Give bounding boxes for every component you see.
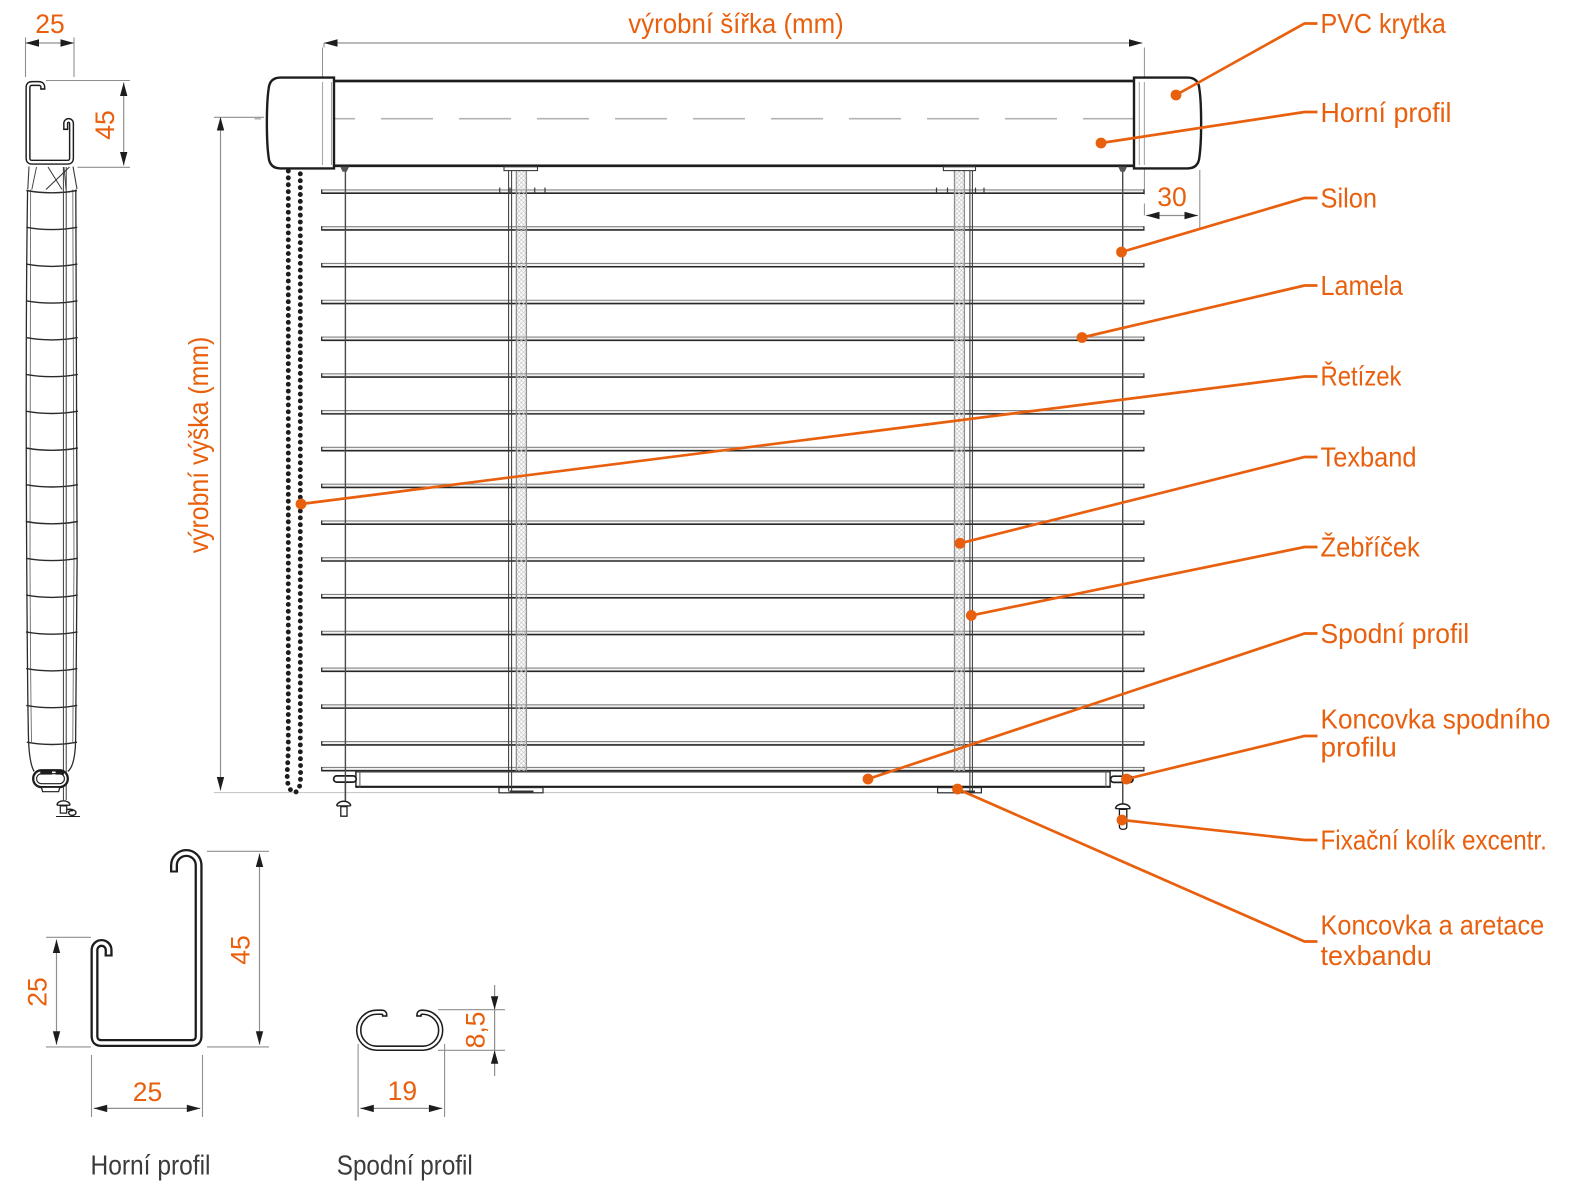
svg-text:45: 45: [90, 110, 120, 139]
svg-text:45: 45: [226, 935, 256, 964]
svg-text:8,5: 8,5: [461, 1012, 491, 1049]
svg-text:texbandu: texbandu: [1321, 940, 1432, 971]
svg-text:profilu: profilu: [1321, 732, 1397, 763]
svg-text:Silon: Silon: [1321, 183, 1378, 214]
svg-text:Řetízek: Řetízek: [1321, 361, 1403, 392]
svg-text:Texband: Texband: [1321, 442, 1417, 473]
svg-text:Spodní profil: Spodní profil: [337, 1150, 473, 1181]
svg-text:Horní profil: Horní profil: [1321, 97, 1452, 128]
svg-text:Horní profil: Horní profil: [91, 1150, 211, 1181]
svg-text:Koncovka spodního: Koncovka spodního: [1321, 704, 1551, 735]
svg-text:25: 25: [23, 977, 53, 1006]
svg-text:výrobní výška (mm): výrobní výška (mm): [183, 337, 214, 554]
svg-text:Lamela: Lamela: [1321, 270, 1404, 301]
svg-text:Spodní profil: Spodní profil: [1321, 618, 1470, 649]
svg-text:25: 25: [133, 1077, 162, 1107]
svg-text:25: 25: [35, 9, 64, 39]
svg-text:Fixační kolík excentr.: Fixační kolík excentr.: [1321, 825, 1547, 856]
svg-text:PVC krytka: PVC krytka: [1321, 8, 1447, 39]
svg-text:Koncovka a aretace: Koncovka a aretace: [1321, 910, 1545, 941]
svg-text:Žebříček: Žebříček: [1321, 532, 1421, 563]
svg-text:výrobní šířka (mm): výrobní šířka (mm): [628, 8, 844, 39]
svg-text:30: 30: [1157, 182, 1186, 212]
svg-text:19: 19: [388, 1076, 417, 1106]
